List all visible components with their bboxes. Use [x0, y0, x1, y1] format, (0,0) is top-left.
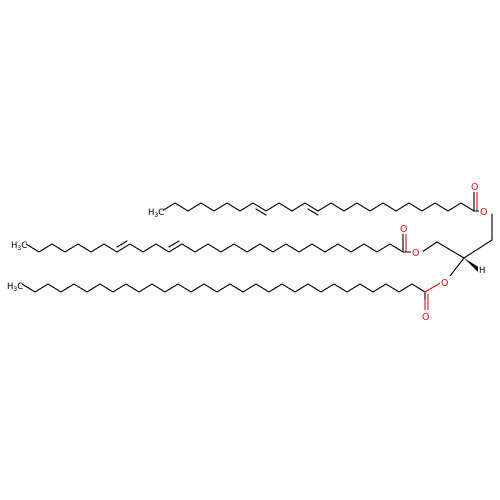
- middle-acyl-chain: [25, 232, 438, 253]
- bottom-acyl-chain: [21, 281, 443, 312]
- methyl-label-top: H3C: [148, 208, 164, 219]
- oxygen-ester-bottom: O: [441, 278, 448, 289]
- oxygen-carbonyl-middle: O: [400, 224, 407, 235]
- top-acyl-chain: [161, 191, 493, 241]
- oxygen-carbonyl-top: O: [471, 182, 478, 193]
- stereo-wedge: [464, 258, 480, 272]
- oxygen-ester-top: O: [480, 207, 487, 218]
- atom-labels: H3C H3C H3C O O O O O O H: [6, 180, 491, 323]
- oxygen-carbonyl-bottom: O: [422, 312, 429, 323]
- oxygen-ester-middle: O: [412, 248, 419, 259]
- methyl-label-bottom: H3C: [7, 282, 23, 293]
- hydrogen-stereo: H: [479, 266, 485, 276]
- glycerol-backbone: [436, 239, 493, 277]
- methyl-label-middle: H3C: [11, 241, 27, 252]
